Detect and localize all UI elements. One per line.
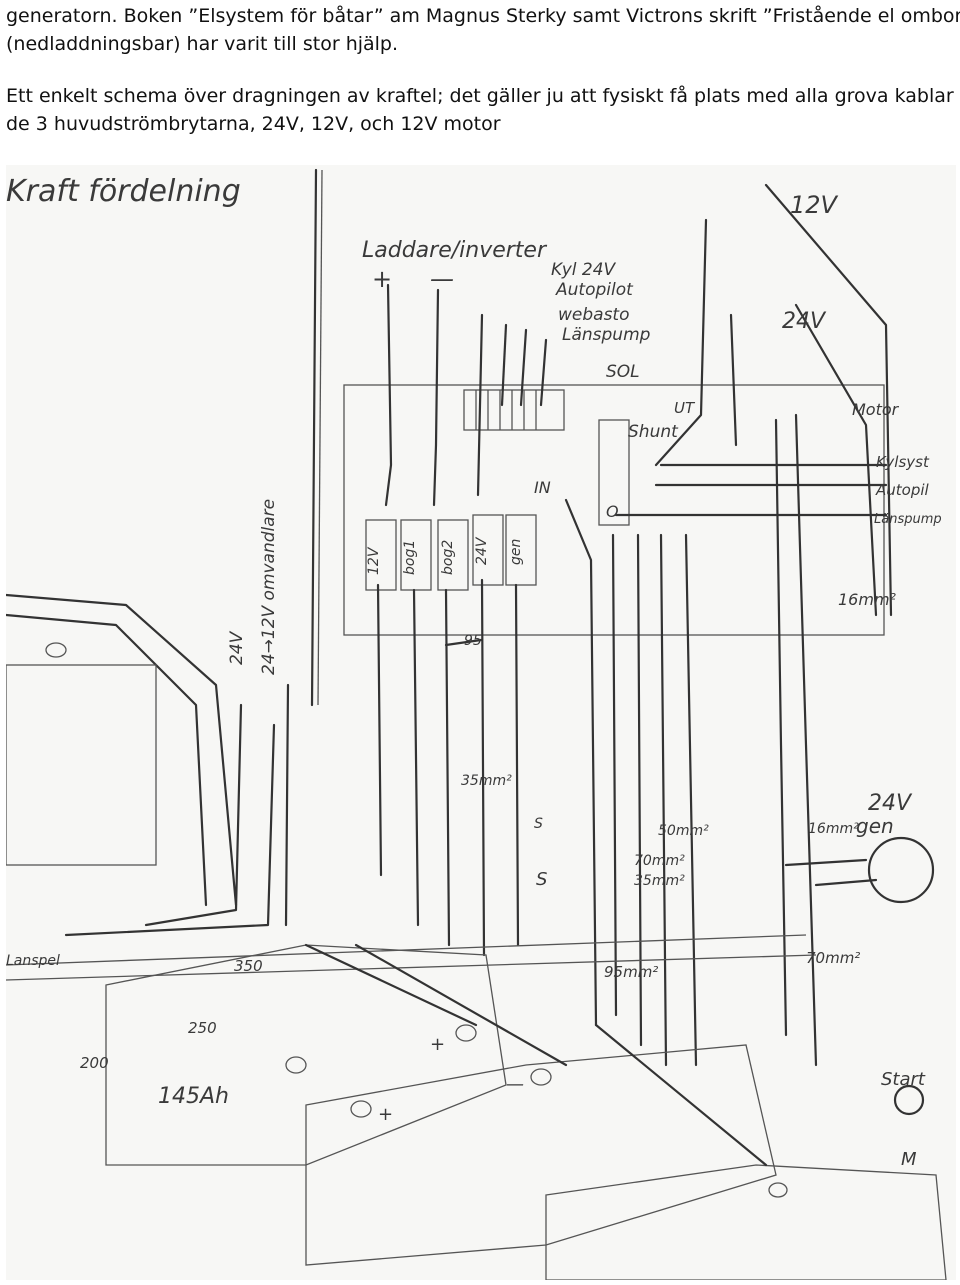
vertical-rod-edge <box>317 169 323 706</box>
label-50mm: 50mm² <box>658 823 709 839</box>
label-kylsyst: Kylsyst <box>876 453 930 471</box>
battery-second <box>305 1044 777 1266</box>
label-start: Start <box>881 1069 926 1090</box>
fuse-12v <box>365 519 397 591</box>
label-lanspump-2: Länspump <box>874 512 942 527</box>
label-shunt: Shunt <box>628 422 679 442</box>
terminal-block-top <box>463 389 565 431</box>
intro-line-2: (nedladdningsbar) har varit till stor hj… <box>6 33 399 55</box>
label-battery-plus: + <box>430 1034 445 1055</box>
starter-motor <box>893 1084 925 1116</box>
battery-third <box>545 1164 947 1280</box>
label-35mm-a: 35mm² <box>461 773 512 789</box>
label-350: 350 <box>234 957 263 975</box>
vertical-rod <box>310 168 318 707</box>
battery-left-terminal <box>45 642 67 658</box>
label-in: IN <box>534 478 551 497</box>
label-battery-plus-2: + <box>378 1104 393 1125</box>
description-line-2: de 3 huvudströmbrytarna, 24V, 12V, och 1… <box>6 113 501 135</box>
label-kyl24: Kyl 24V <box>551 260 617 280</box>
fuse-bog2 <box>437 519 469 591</box>
label-laddare: Laddare/inverter <box>362 238 548 263</box>
battery-plus-terminal <box>455 1024 477 1042</box>
battery-plus-terminal-2 <box>350 1100 372 1118</box>
sketch-title: Kraft fördelning <box>6 174 241 209</box>
fuse-24v <box>472 514 504 586</box>
label-200: 200 <box>80 1054 109 1072</box>
label-24v-feed: 24V <box>227 630 247 665</box>
label-lanspel: Lanspel <box>6 953 60 969</box>
label-fuse-bog2: bog2 <box>440 540 456 575</box>
battery-left <box>6 664 157 866</box>
label-70mm-b: 70mm² <box>806 949 860 967</box>
label-minus: — <box>430 265 454 293</box>
label-fuse-bog1: bog1 <box>402 540 418 575</box>
label-o: O <box>606 502 619 521</box>
intro-line-1: generatorn. Boken ”Elsystem för båtar” a… <box>6 5 960 27</box>
label-16mm-a: 16mm² <box>838 590 897 609</box>
label-12v-switch: 12V <box>790 191 839 219</box>
label-s1: S <box>534 816 543 832</box>
label-gen-24v: 24V <box>868 791 913 816</box>
label-m: M <box>901 1149 917 1170</box>
label-70mm-a: 70mm² <box>634 853 685 869</box>
fuse-bog1 <box>400 519 432 591</box>
label-sol: SOL <box>606 362 640 382</box>
label-16mm-b: 16mm² <box>808 821 859 837</box>
label-24-12v-converter: 24→12V omvandlare <box>259 499 279 675</box>
label-24v-switch: 24V <box>782 309 827 334</box>
label-95a: 95 <box>464 633 482 649</box>
label-fuse-24v: 24V <box>474 536 490 565</box>
label-145ah: 145Ah <box>158 1084 229 1109</box>
description-line-1: Ett enkelt schema över dragningen av kra… <box>6 85 960 107</box>
description-paragraph: Ett enkelt schema över dragningen av kra… <box>6 82 960 138</box>
shunt-body <box>598 419 630 526</box>
label-fuse-gen: gen <box>508 539 524 565</box>
battery-terminal-left <box>285 1056 307 1074</box>
label-autopilot: Autopilot <box>555 280 634 300</box>
label-s2: S <box>536 869 547 890</box>
label-motor: Motor <box>852 400 900 419</box>
label-plus: + <box>372 265 392 293</box>
intro-paragraph: generatorn. Boken ”Elsystem för båtar” a… <box>6 2 960 58</box>
label-95mm-b: 95mm² <box>604 963 658 981</box>
label-35mm-b: 35mm² <box>634 873 685 889</box>
wiring-sketch: Kraft fördelning Laddare/inverter + — Ky… <box>6 165 956 1280</box>
generator-24v <box>867 836 935 904</box>
label-battery-minus: — <box>506 1074 524 1095</box>
label-fuse-12v: 12V <box>366 546 382 575</box>
fuse-gen <box>505 514 537 586</box>
label-webasto: webasto <box>558 305 630 325</box>
battery-minus-terminal <box>530 1068 552 1086</box>
label-autopil: Autopil <box>875 481 930 499</box>
label-ut: UT <box>674 399 696 417</box>
label-lanspump: Länspump <box>562 325 651 345</box>
label-gen: gen <box>856 814 894 838</box>
label-250: 250 <box>188 1019 217 1037</box>
